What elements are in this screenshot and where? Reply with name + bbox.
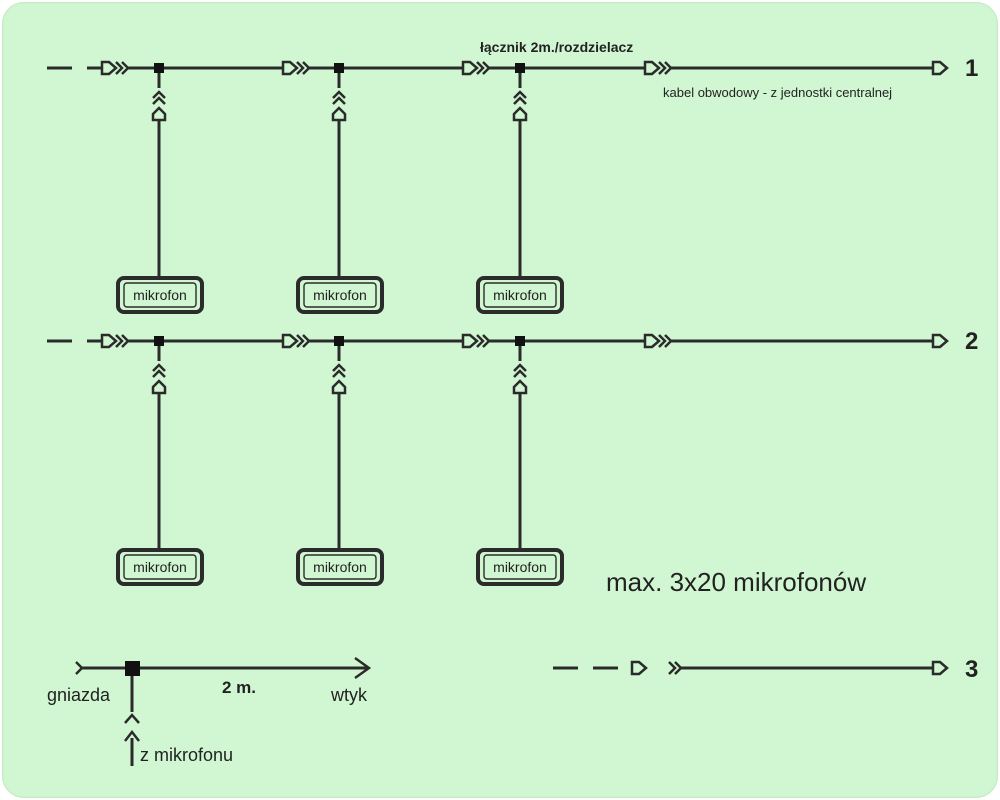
microphone-label: mikrofon [133,559,187,575]
microphone-box [296,276,384,314]
microphone-label: mikrofon [493,559,547,575]
line-number-2: 2 [965,328,978,355]
connector-label: łącznik 2m./rozdzielacz [480,39,633,55]
max-microphones-note: max. 3x20 mikrofonów [606,567,866,597]
microphone-box [296,548,384,586]
microphone-label: mikrofon [133,287,187,303]
microphone-box [116,276,204,314]
legend-from-mic-label: z mikrofonu [140,745,233,765]
bus-line-3 [553,660,949,676]
legend-socket-label: gniazda [47,685,111,705]
microphone-box [116,548,204,586]
legend [75,656,372,766]
bus-line-2 [47,333,949,550]
cable-label: kabel obwodowy - z jednostki centralnej [663,85,892,100]
microphone-label: mikrofon [313,287,367,303]
microphone-label: mikrofon [313,559,367,575]
line-number-1: 1 [965,55,978,82]
line-number-3: 3 [965,656,978,683]
legend-length-label: 2 m. [222,678,256,697]
microphone-box [476,548,564,586]
microphone-box [476,276,564,314]
bus-line-1 [47,60,949,278]
legend-plug-label: wtyk [330,685,368,705]
microphone-label: mikrofon [493,287,547,303]
